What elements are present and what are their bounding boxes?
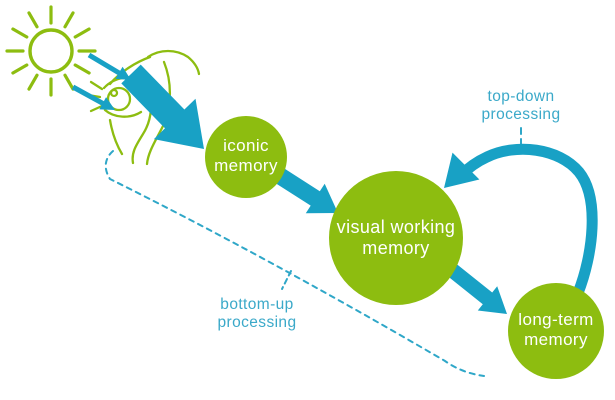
sun-icon xyxy=(5,5,97,97)
eye-sketch-icon xyxy=(86,49,201,166)
light-ray-arrow-2 xyxy=(71,84,115,110)
light-ray-arrow-1 xyxy=(87,52,131,80)
eye-iris xyxy=(106,86,132,112)
sun-ray xyxy=(27,11,39,29)
sun-ray xyxy=(27,73,39,91)
eye-to-iconic-arrow xyxy=(121,64,204,149)
eye-lash-1 xyxy=(89,80,104,91)
sun-ray xyxy=(63,11,75,29)
sun-disc xyxy=(28,28,74,74)
vwm-to-ltm-arrow xyxy=(442,260,507,314)
sun-ray xyxy=(73,27,91,39)
sun-ray xyxy=(11,27,29,39)
sun-ray xyxy=(73,63,91,75)
eye-iris-highlight xyxy=(109,88,119,98)
sun-ray xyxy=(63,73,75,91)
top-down-arrowhead xyxy=(444,152,480,188)
iconic-memory-node xyxy=(205,116,287,198)
bottom-up-label-tick xyxy=(281,270,292,290)
eye-brow-line xyxy=(146,49,201,76)
sun-ray xyxy=(11,63,29,75)
bottom-up-dashed-line xyxy=(104,150,485,377)
top-down-arc xyxy=(456,143,598,296)
eye-lower-lid xyxy=(103,108,143,118)
eye-lash-3 xyxy=(89,104,104,113)
eye-cheek-line xyxy=(108,118,124,156)
long-term-memory-node xyxy=(508,283,604,379)
visual-working-memory-node xyxy=(329,171,463,305)
